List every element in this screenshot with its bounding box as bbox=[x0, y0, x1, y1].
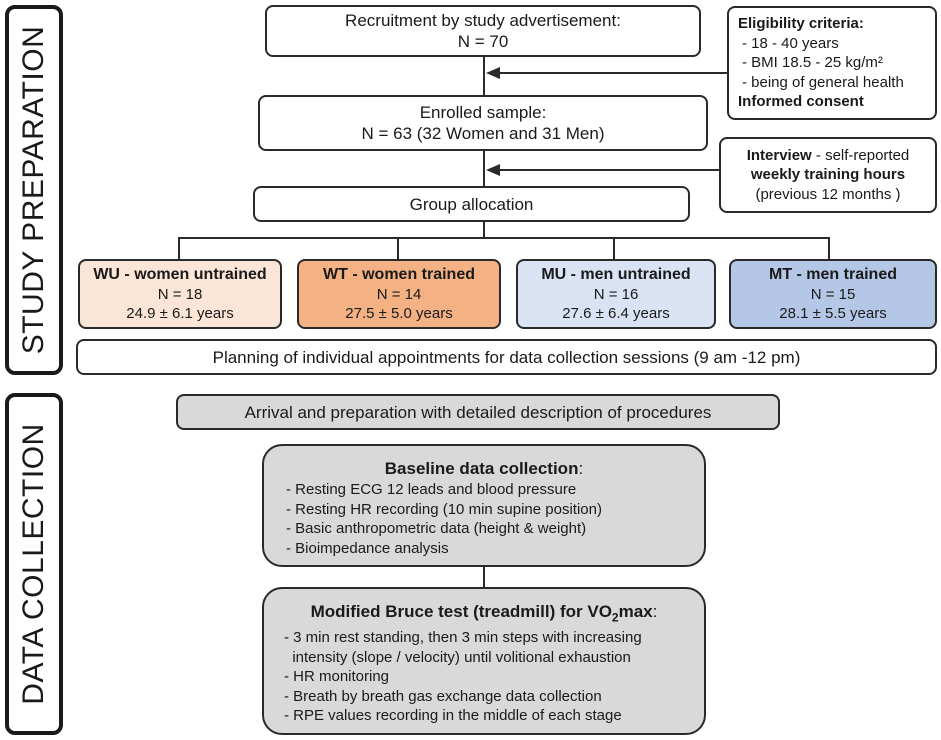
bruce-title-b: max bbox=[618, 602, 653, 621]
connector-groups-horizontal bbox=[178, 237, 830, 239]
group-mt: MT - men trained N = 15 28.1 ± 5.5 years bbox=[729, 259, 937, 329]
recruitment-line2: N = 70 bbox=[457, 32, 509, 51]
connector-baseline-bruce bbox=[483, 566, 485, 588]
baseline-item: - Resting HR recording (10 min supine po… bbox=[286, 500, 602, 518]
group-mu: MU - men untrained N = 16 27.6 ± 6.4 yea… bbox=[516, 259, 716, 329]
baseline-colon: : bbox=[578, 459, 584, 478]
enrolled-box: Enrolled sample: N = 63 (32 Women and 31… bbox=[258, 95, 708, 151]
bruce-item: - RPE values recording in the middle of … bbox=[284, 707, 622, 725]
group-title: MT - men trained bbox=[768, 265, 897, 283]
group-age: 27.5 ± 5.0 years bbox=[345, 305, 453, 322]
group-wt: WT - women trained N = 14 27.5 ± 5.0 yea… bbox=[297, 259, 501, 329]
eligibility-box: Eligibility criteria: - 18 - 40 years - … bbox=[727, 6, 937, 120]
connector-to-wu bbox=[178, 237, 180, 260]
arrival-box: Arrival and preparation with detailed de… bbox=[176, 394, 780, 430]
group-age: 27.6 ± 6.4 years bbox=[562, 305, 670, 322]
connector-enrolled-allocation bbox=[483, 150, 485, 187]
baseline-item: - Bioimpedance analysis bbox=[286, 539, 449, 557]
connector-allocation-groups bbox=[483, 221, 485, 238]
group-n: N = 15 bbox=[810, 285, 856, 303]
bruce-title-a: Modified Bruce test (treadmill) for VO bbox=[310, 602, 612, 621]
bruce-item: - 3 min rest standing, then 3 min steps … bbox=[284, 629, 642, 647]
connector-to-wt bbox=[397, 237, 399, 260]
planning-label: Planning of individual appointments for … bbox=[212, 347, 801, 367]
group-wu: WU - women untrained N = 18 24.9 ± 6.1 y… bbox=[78, 259, 282, 329]
eligibility-item: - 18 - 40 years bbox=[742, 34, 839, 52]
arrow-interview bbox=[486, 164, 720, 176]
bruce-item: intensity (slope / velocity) until volit… bbox=[284, 648, 631, 666]
connector-recruit-enrolled bbox=[483, 56, 485, 96]
enrolled-line2: N = 63 (32 Women and 31 Men) bbox=[361, 124, 605, 143]
interview-line3: (previous 12 months ) bbox=[755, 185, 901, 203]
group-n: N = 18 bbox=[157, 285, 203, 303]
bruce-colon: : bbox=[652, 602, 658, 621]
group-allocation-label: Group allocation bbox=[409, 194, 534, 214]
eligibility-title: Eligibility criteria: bbox=[738, 15, 864, 32]
interview-box: Interview - self-reported weekly trainin… bbox=[719, 137, 937, 213]
enrolled-line1: Enrolled sample: bbox=[419, 103, 547, 122]
baseline-title: Baseline data collection bbox=[384, 459, 579, 478]
baseline-item: - Resting ECG 12 leads and blood pressur… bbox=[286, 481, 577, 498]
bruce-title-sub: 2 bbox=[611, 610, 619, 625]
recruitment-box: Recruitment by study advertisement: N = … bbox=[265, 5, 701, 57]
eligibility-item: - being of general health bbox=[742, 73, 904, 91]
arrival-label: Arrival and preparation with detailed de… bbox=[244, 402, 712, 422]
connector-to-mt bbox=[828, 237, 830, 260]
section-data-collection: DATA COLLECTION bbox=[5, 393, 63, 735]
group-age: 28.1 ± 5.5 years bbox=[779, 305, 887, 322]
baseline-box: Baseline data collection: - Resting ECG … bbox=[262, 444, 706, 567]
eligibility-item: - BMI 18.5 - 25 kg/m² bbox=[742, 54, 883, 71]
bruce-item: - HR monitoring bbox=[284, 668, 390, 686]
group-title: MU - men untrained bbox=[541, 265, 691, 283]
baseline-item: - Basic anthropometric data (height & we… bbox=[286, 520, 587, 537]
bruce-item: - Breath by breath gas exchange data col… bbox=[284, 687, 602, 705]
recruitment-line1: Recruitment by study advertisement: bbox=[345, 11, 621, 30]
bruce-test-box: Modified Bruce test (treadmill) for VO2m… bbox=[262, 587, 706, 735]
group-allocation-box: Group allocation bbox=[253, 186, 690, 222]
group-n: N = 16 bbox=[593, 285, 639, 303]
interview-bold: Interview bbox=[746, 146, 812, 164]
informed-consent: Informed consent bbox=[738, 93, 864, 110]
planning-box: Planning of individual appointments for … bbox=[76, 339, 937, 375]
interview-rest: - self-reported bbox=[811, 146, 910, 164]
section-study-preparation: STUDY PREPARATION bbox=[5, 5, 63, 375]
group-n: N = 14 bbox=[376, 285, 422, 303]
group-title: WU - women untrained bbox=[93, 265, 267, 283]
group-title: WT - women trained bbox=[323, 265, 475, 283]
connector-to-mu bbox=[613, 237, 615, 260]
interview-line2: weekly training hours bbox=[750, 166, 906, 184]
arrow-eligibility bbox=[486, 67, 729, 79]
group-age: 24.9 ± 6.1 years bbox=[126, 305, 234, 322]
